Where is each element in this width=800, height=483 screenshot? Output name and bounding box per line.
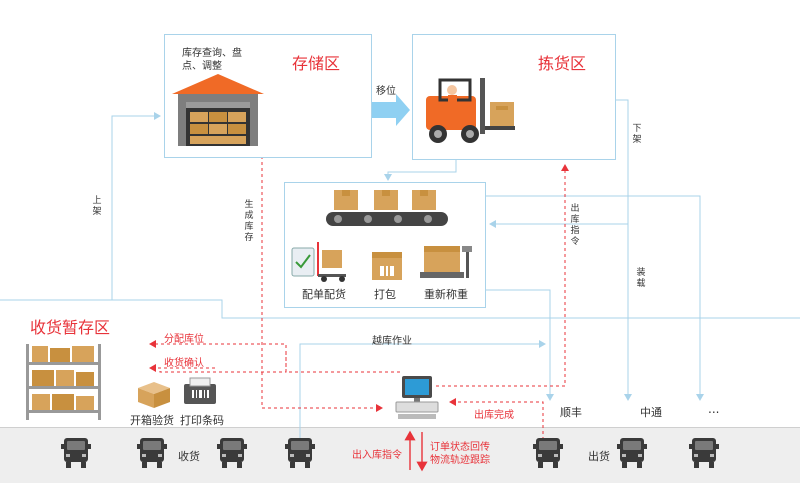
shelf-rack-icon xyxy=(26,344,101,420)
open-box-icon xyxy=(138,382,170,408)
move-label: 移位 xyxy=(376,86,396,97)
truck-icon xyxy=(688,436,720,470)
unload-label: 下架 xyxy=(632,124,642,145)
packing-box-icon xyxy=(372,252,402,280)
receive-confirm-label: 收货确认 xyxy=(164,358,204,369)
generate-inventory-arrow xyxy=(261,156,383,412)
computer-icon xyxy=(395,376,439,419)
generate-inventory-label: 生成库存 xyxy=(244,200,254,243)
station-pack-label: 打包 xyxy=(374,288,396,301)
outbound-done-arrow xyxy=(449,398,544,440)
carrier-more-label: ... xyxy=(708,402,720,416)
truck-icon xyxy=(532,436,564,470)
warehouse-icon xyxy=(172,74,264,146)
loading-dock-bar xyxy=(0,427,800,483)
truck-icon xyxy=(136,436,168,470)
truck-icon xyxy=(60,436,92,470)
station-match-label: 配单配货 xyxy=(302,288,346,301)
receiving-outline xyxy=(0,299,800,319)
packing-label: 装载 xyxy=(636,268,646,289)
picking-to-packing-arrow xyxy=(384,158,457,181)
order-matching-icon xyxy=(291,242,346,282)
barcode-printer-icon xyxy=(184,377,216,404)
cross-dock-label: 越库作业 xyxy=(372,336,412,347)
weighing-scale-icon xyxy=(420,246,472,278)
ship-label: 出货 xyxy=(588,450,610,463)
outbound-done-label: 出库完成 xyxy=(474,410,514,421)
station-unbox-label: 开箱验货 xyxy=(130,414,174,427)
picking-title: 拣货区 xyxy=(538,54,587,73)
inout-order-label: 出入库指令 xyxy=(352,450,402,461)
packing-to-zto-arrow xyxy=(480,195,704,401)
receiving-title: 收货暂存区 xyxy=(30,318,111,337)
packing-to-sf-arrow xyxy=(480,289,554,401)
carrier-zto-label: 中通 xyxy=(640,406,662,419)
station-reweigh-label: 重新称重 xyxy=(424,288,468,301)
status-return-line2: 物流轨迹跟踪 xyxy=(430,455,490,466)
move-arrow xyxy=(372,94,410,126)
allocate-label: 分配库位 xyxy=(164,334,204,345)
carrier-sf-label: 顺丰 xyxy=(560,406,582,419)
storage-desc-line2: 点、调整 xyxy=(182,61,222,72)
receive-label: 收货 xyxy=(178,450,200,463)
truck-icon xyxy=(284,436,316,470)
outbound-order-arrow xyxy=(436,164,569,387)
conveyor-icon xyxy=(326,190,448,226)
truck-icon xyxy=(616,436,648,470)
status-return-line1: 订单状态回传 xyxy=(430,442,490,453)
truck-icon xyxy=(216,436,248,470)
outbound-order-label: 出库指令 xyxy=(570,204,580,247)
putaway-arrow xyxy=(111,112,161,300)
storage-desc-line1: 库存查询、盘 xyxy=(182,48,242,59)
station-barcode-label: 打印条码 xyxy=(180,414,224,427)
putaway-label: 上架 xyxy=(92,196,102,217)
storage-title: 存储区 xyxy=(292,54,341,73)
forklift-icon xyxy=(426,78,515,143)
